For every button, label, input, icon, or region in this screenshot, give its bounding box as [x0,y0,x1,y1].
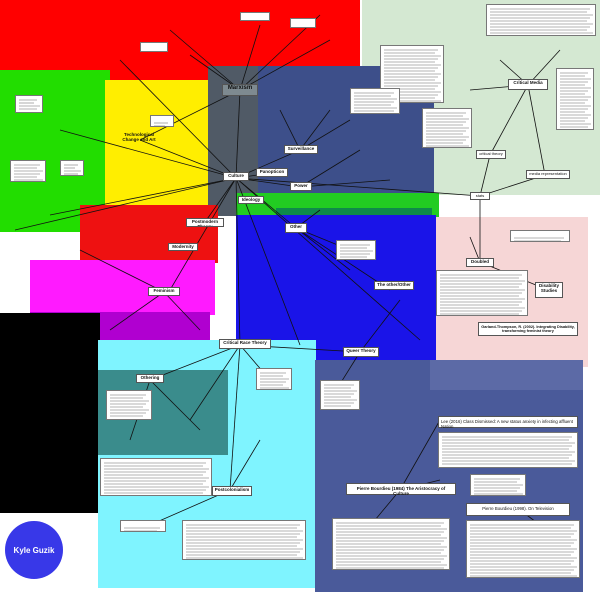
text-block-steel [350,88,400,114]
node-critical-theory[interactable]: critical theory [476,150,506,159]
text-lines-decoration [324,384,357,407]
text-block-navy-4 [466,520,580,578]
text-block-cyan-2 [182,520,306,560]
ref-lee-2016[interactable]: Lee (2016) Class Dismissed: A new status… [438,416,578,429]
text-lines-decoration [260,372,289,389]
text-lines-decoration [354,92,397,112]
text-block-blue-1 [320,380,360,410]
node-critical-media[interactable]: Critical Media [508,79,548,90]
node-crt[interactable]: Critical Race Theory [219,339,271,349]
text-lines-decoration [340,244,373,258]
node-disability[interactable]: Disability Studies [535,282,563,298]
node-postmodern[interactable]: Postmodern Theory [186,218,224,227]
text-block-navy-3 [332,518,450,570]
text-lines-decoration [490,8,593,34]
text-lines-decoration [426,112,469,147]
text-lines-decoration [474,478,523,495]
text-lines-decoration [440,274,525,315]
text-block-yellow [150,115,174,127]
text-lines-decoration [292,25,316,28]
node-surveillance[interactable]: Surveillance [284,145,318,154]
text-lines-decoration [14,164,43,181]
text-block-navy-1 [438,432,578,468]
text-block-mint-top [486,4,596,36]
text-block-green-1 [10,160,46,182]
text-block-red-3 [290,18,316,28]
region-black [0,313,100,513]
node-power[interactable]: Power [290,182,312,191]
node-marxism[interactable]: Marxism [222,84,258,96]
author-badge: Kyle Guzik [5,521,63,579]
region-magenta [30,260,215,315]
ref-bourdieu-1984[interactable]: Pierre Bourdieu (1984) The Aristocracy o… [346,483,456,496]
text-block-green-2 [15,95,43,113]
text-lines-decoration [124,527,160,531]
text-block-navy-2 [470,474,526,496]
text-lines-decoration [64,164,81,175]
node-modernity[interactable]: Modernity [168,243,198,251]
node-technological[interactable]: Technological Change and Art [122,132,156,142]
node-other[interactable]: Other [285,223,307,233]
text-block-mint-right [556,68,594,130]
ref-garland-thompson[interactable]: Garland-Thompson, R. (2002). Integrating… [478,322,578,336]
text-lines-decoration [560,72,591,128]
text-block-pink-1 [436,270,528,316]
text-lines-decoration [442,436,575,465]
node-stats[interactable]: stats [470,192,490,200]
text-lines-decoration [186,524,303,559]
text-lines-decoration [242,20,270,21]
node-queer[interactable]: Queer Theory [343,347,379,357]
text-block-red-1 [140,42,168,52]
text-block-cyan-3 [120,520,166,532]
text-lines-decoration [110,394,149,417]
text-block-blue-2 [256,368,292,390]
text-block-teal [336,240,376,260]
region-darkred [80,205,218,263]
text-block-mint-mid [422,108,472,148]
text-lines-decoration [142,49,168,52]
text-block-green-3 [60,160,84,176]
node-panopticon[interactable]: Panopticon [256,168,288,177]
region-navy-upper [430,360,583,390]
node-othering[interactable]: Othering [136,374,164,383]
node-ideology[interactable]: Ideology [238,196,264,204]
text-lines-decoration [154,122,168,126]
node-the-other[interactable]: The other/Other [374,281,414,290]
node-culture[interactable]: Culture [223,172,249,181]
text-lines-decoration [514,237,564,241]
node-feminism[interactable]: Feminism [148,287,180,296]
node-postcolonialism[interactable]: Postcolonialism [212,486,252,496]
text-block-tealgrey [106,390,152,420]
text-lines-decoration [19,99,40,110]
text-lines-decoration [470,524,577,577]
text-block-red-2 [240,12,270,21]
ref-bourdieu-1998[interactable]: Pierre Bourdieu (1998). On Television [466,503,570,516]
text-block-pink-2 [510,230,570,242]
node-doubled[interactable]: Doubled [466,258,494,267]
text-block-cyan-1 [100,458,212,496]
node-media-representation[interactable]: media representation [526,170,570,179]
text-lines-decoration [104,462,209,494]
text-lines-decoration [336,522,447,569]
